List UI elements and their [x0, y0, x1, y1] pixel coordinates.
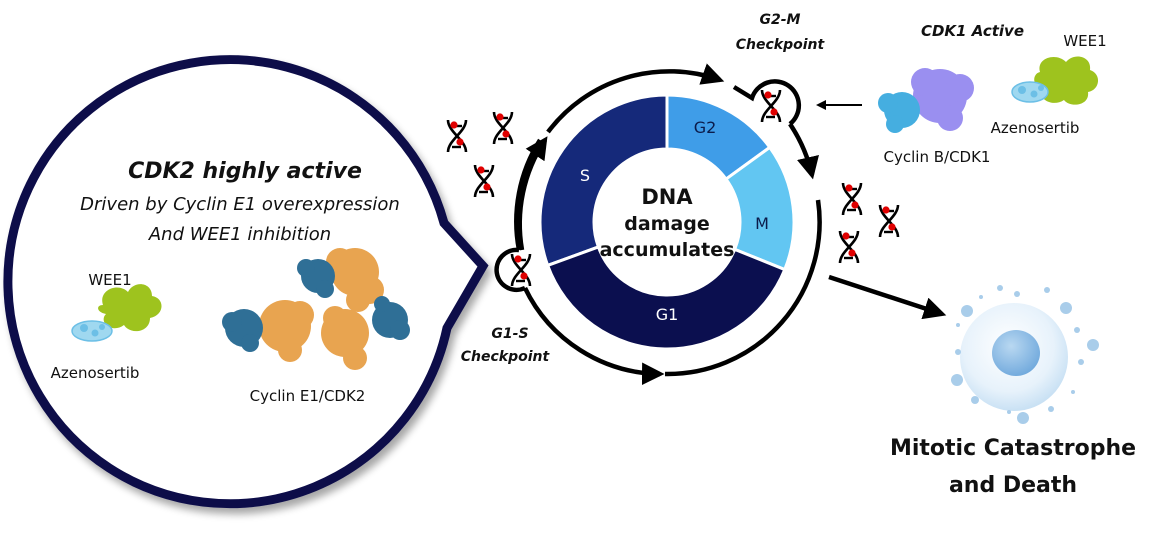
- phase-label-s: S: [580, 166, 590, 185]
- callout-title: CDK2 highly active: [128, 159, 362, 184]
- cell-cycle-donut: S G2M G1: [538, 93, 796, 351]
- callout-bubble: [3, 55, 489, 509]
- outcome-line-1: Mitotic Catastrophe: [889, 436, 1137, 461]
- callout-line-1: Driven by Cyclin E1 overexpression: [80, 194, 400, 215]
- cyclin-b-cdk1-complex: [878, 68, 974, 133]
- cyclin-e1-cdk2-complex-left: [222, 300, 314, 362]
- phase-label-g2: G2: [694, 118, 717, 137]
- cyclin-b-cdk1-label: Cyclin B/CDK1: [883, 148, 991, 166]
- outcome-arrow: [828, 274, 947, 320]
- cdk1-active-title: CDK1 Active: [920, 22, 1025, 40]
- center-text-line-2: damage: [624, 213, 710, 235]
- center-text-line-3: accumulates: [600, 239, 735, 261]
- apoptotic-cell-icon: [951, 285, 1099, 424]
- cyclin-e1-cdk2-complex-right: [321, 296, 410, 370]
- g1s-checkpoint-label-line-1: G1-S: [491, 326, 529, 342]
- dna-damage-icon: [841, 181, 863, 217]
- phase-segment-g1: [545, 245, 787, 351]
- phase-label-m: M: [755, 214, 769, 233]
- azenosertib-label-right: Azenosertib: [990, 119, 1080, 137]
- callout-line-2: And WEE1 inhibition: [148, 224, 332, 245]
- azenosertib-molecule-left: [71, 320, 113, 342]
- dna-damage-icon: [473, 163, 495, 199]
- phase-segment-s: [538, 93, 669, 268]
- g2m-checkpoint-dna-icon: [760, 88, 782, 124]
- outcome-line-2: and Death: [948, 473, 1078, 498]
- azenosertib-molecule-right: [1011, 81, 1049, 103]
- wee1-protein-left: [98, 284, 162, 332]
- center-text-line-1: DNA: [641, 185, 693, 209]
- cyclin-e1-cdk2-complex-top: [297, 248, 384, 312]
- cell-cycle-arrows: [494, 63, 822, 386]
- g1s-checkpoint-dna-icon: [510, 252, 532, 288]
- dna-damage-icon: [446, 118, 468, 154]
- dna-damage-icon: [878, 203, 900, 239]
- g1s-checkpoint-label-line-2: Checkpoint: [460, 349, 550, 365]
- dna-damage-icon: [838, 229, 860, 265]
- g2m-checkpoint-label-line-1: G2-M: [759, 12, 801, 28]
- cyclin-e1-cdk2-label: Cyclin E1/CDK2: [249, 387, 366, 405]
- phase-label-g1: G1: [656, 305, 679, 324]
- wee1-protein-right: [1034, 56, 1099, 105]
- wee1-label-left: WEE1: [88, 271, 132, 289]
- azenosertib-label-left: Azenosertib: [50, 364, 140, 382]
- wee1-label-right: WEE1: [1063, 32, 1107, 50]
- dna-damage-icon: [492, 110, 514, 146]
- g2m-checkpoint-label-line-2: Checkpoint: [735, 37, 825, 53]
